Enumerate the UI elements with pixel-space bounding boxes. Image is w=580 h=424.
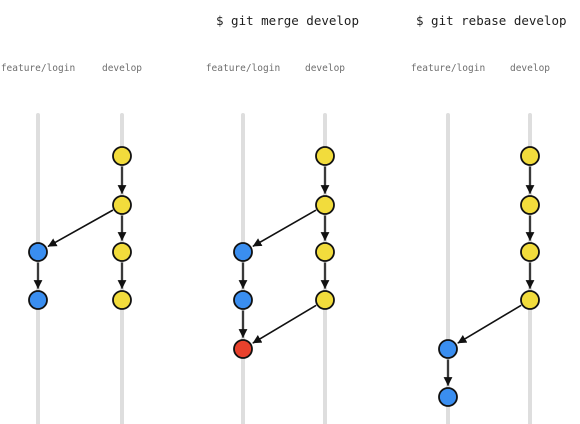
commit-node	[520, 195, 540, 215]
commit-node	[315, 290, 335, 310]
commit-node	[520, 146, 540, 166]
rebase-command: $ git rebase develop	[416, 13, 567, 28]
commit-node	[112, 242, 132, 262]
commit-node	[438, 339, 458, 359]
commit-node	[315, 242, 335, 262]
commit-arrow	[47, 209, 114, 247]
commit-node	[315, 146, 335, 166]
commit-node	[112, 290, 132, 310]
branch-label-feature: feature/login	[0, 63, 76, 74]
commit-node	[233, 339, 253, 359]
commit-node	[112, 195, 132, 215]
commit-node	[28, 290, 48, 310]
branch-label-develop: develop	[304, 63, 346, 74]
commit-node	[520, 290, 540, 310]
commit-arrow	[252, 304, 317, 344]
branch-label-feature: feature/login	[205, 63, 281, 74]
commit-arrow	[252, 209, 317, 247]
commit-arrow	[457, 304, 522, 344]
commit-node	[233, 242, 253, 262]
commit-node	[438, 387, 458, 407]
branch-label-develop: develop	[101, 63, 143, 74]
branch-label-feature: feature/login	[410, 63, 486, 74]
commit-node	[112, 146, 132, 166]
commit-node	[28, 242, 48, 262]
branch-label-develop: develop	[509, 63, 551, 74]
commit-node	[315, 195, 335, 215]
commit-node	[233, 290, 253, 310]
merge-command: $ git merge develop	[216, 13, 359, 28]
commit-node	[520, 242, 540, 262]
